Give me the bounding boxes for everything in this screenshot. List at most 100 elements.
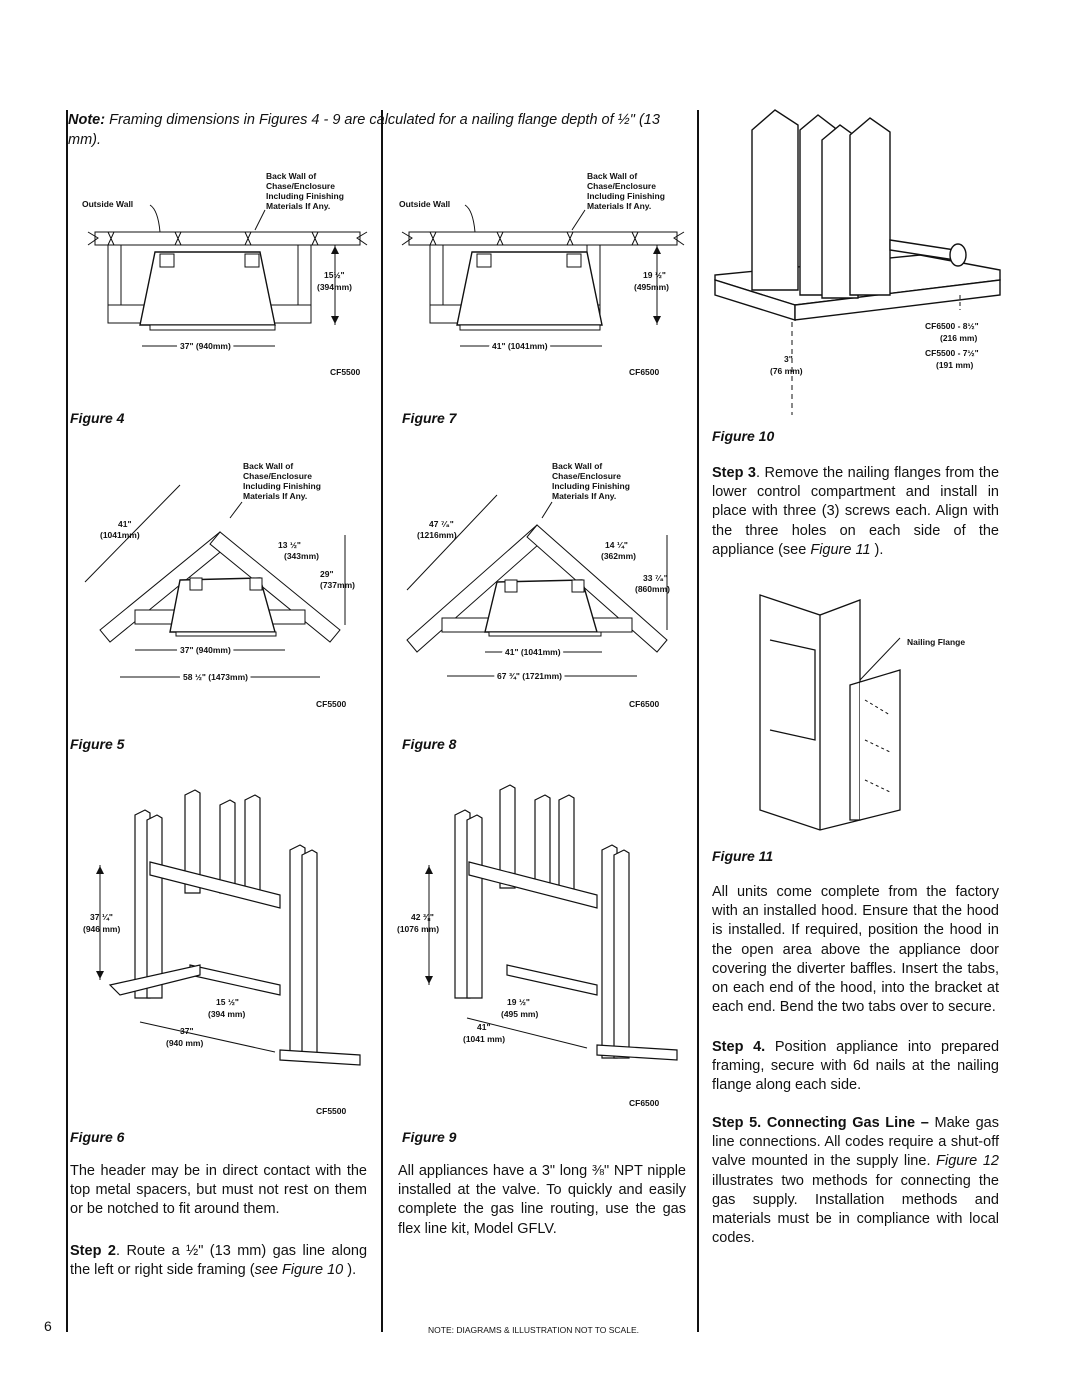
left-margin-rule (66, 110, 68, 1332)
step-4-paragraph: Step 4. Position appliance into prepared… (712, 1039, 1000, 1094)
height-label: 42 ⅜" (411, 912, 434, 922)
svg-text:41" (1041mm): 41" (1041mm) (505, 647, 561, 657)
svg-text:67 ¾" (1721mm): 67 ¾" (1721mm) (497, 671, 562, 681)
hood-paragraph: All units come complete from the factory… (712, 884, 999, 1016)
model-label: CF6500 (629, 367, 660, 377)
height-label: 29" (320, 569, 334, 579)
outer-width-label: 67 ¾" (1721mm) (497, 671, 562, 681)
svg-text:Back Wall of: Back Wall of (552, 461, 602, 471)
svg-text:Including Finishing: Including Finishing (266, 191, 344, 201)
diag-label: 41" (118, 519, 132, 529)
dim-a-mm-label: (216 mm) (940, 333, 977, 343)
svg-text:58 ½" (1473mm): 58 ½" (1473mm) (183, 672, 248, 682)
svg-text:41" (1041mm): 41" (1041mm) (492, 341, 548, 351)
step-2-paragraph: Step 2. Route a ½" (13 mm) gas line alon… (70, 1243, 368, 1279)
back-wall-label: Back Wall of Chase/Enclosure Including F… (552, 461, 630, 501)
outer-width-label: 58 ½" (1473mm) (183, 672, 248, 682)
step-2-label: Step 2 (70, 1243, 116, 1259)
dim-a-label: CF6500 - 8½" (925, 321, 979, 331)
svg-text:Chase/Enclosure: Chase/Enclosure (552, 471, 621, 481)
svg-text:Including Finishing: Including Finishing (243, 481, 321, 491)
nailing-flange-label: Nailing Flange (907, 637, 965, 647)
back-wall-label: Back Wall of Chase/Enclosure Including F… (587, 171, 665, 211)
figure-9-diagram: 42 ⅜" (1076 mm) 19 ½" (495 mm) 41" (1041… (397, 784, 678, 1108)
figure-6-diagram: 37 ¼" (946 mm) 15 ½" (394 mm) 37" (940 m… (83, 789, 361, 1116)
step-5-label: Step 5. Connecting Gas Line – (712, 1115, 929, 1131)
figure-11-diagram: Nailing Flange (759, 594, 965, 831)
page-number: 6 (44, 1318, 52, 1334)
column-rule-1 (381, 110, 383, 1332)
height-label: 33 ⁷⁄₈" (643, 573, 668, 583)
note-text: Framing dimensions in Figures 4 - 9 are … (68, 112, 660, 148)
model-label: CF6500 (629, 1098, 660, 1108)
width-label: 37" (180, 1026, 194, 1036)
svg-text:Materials If Any.: Materials If Any. (552, 491, 616, 501)
figure-4-caption: Figure 4 (70, 410, 125, 426)
diag-mm-label: (1216mm) (417, 530, 457, 540)
figure-6-caption: Figure 6 (70, 1129, 125, 1145)
side-label: 14 ¼" (605, 540, 628, 550)
svg-text:Back Wall of: Back Wall of (266, 171, 316, 181)
side-label: 13 ½" (278, 540, 301, 550)
dim-c-label: 3" (784, 354, 793, 364)
figure-5-diagram: Back Wall of Chase/Enclosure Including F… (84, 461, 355, 709)
figure-7-caption: Figure 7 (402, 410, 457, 426)
svg-text:Chase/Enclosure: Chase/Enclosure (587, 181, 656, 191)
model-label: CF5500 (316, 1106, 347, 1116)
outside-wall-label: Outside Wall (82, 199, 133, 209)
svg-text:Materials If Any.: Materials If Any. (243, 491, 307, 501)
side-mm-label: (362mm) (601, 551, 636, 561)
svg-text:Back Wall of: Back Wall of (243, 461, 293, 471)
dim-b-mm-label: (191 mm) (936, 360, 973, 370)
svg-text:Chase/Enclosure: Chase/Enclosure (243, 471, 312, 481)
depth-label: 19 ½" (643, 270, 666, 280)
depth-label: 15½" (324, 270, 345, 280)
note-prefix: Note: (68, 112, 106, 128)
model-label: CF5500 (330, 367, 361, 377)
figure-7-diagram: Back Wall of Chase/Enclosure Including F… (399, 171, 685, 377)
height-label: 37 ¼" (90, 912, 113, 922)
figure-4-diagram: Back Wall of Chase/Enclosure Including F… (82, 171, 368, 377)
height-mm-label: (737mm) (320, 580, 355, 590)
svg-text:Back Wall of: Back Wall of (587, 171, 637, 181)
figure-10-diagram: CF6500 - 8½" (216 mm) 3" (76 mm) CF5500 … (714, 109, 1001, 415)
height-mm-label: (1076 mm) (397, 924, 439, 934)
width-label: 41" (477, 1022, 491, 1032)
svg-text:Chase/Enclosure: Chase/Enclosure (266, 181, 335, 191)
figure-12-reference[interactable]: Figure 12 (936, 1153, 1000, 1170)
depth-mm-label: (394 mm) (208, 1009, 245, 1019)
side-mm-label: (343mm) (284, 551, 319, 561)
svg-text:Including Finishing: Including Finishing (587, 191, 665, 201)
figure-9-caption: Figure 9 (402, 1129, 457, 1145)
figure-10-reference[interactable]: see Figure 10 (254, 1262, 344, 1279)
depth-mm-label: (394mm) (317, 282, 352, 292)
width-label: 37" (940mm) (180, 341, 231, 351)
diag-label: 47 ⁷⁄₈" (429, 519, 454, 529)
depth-label: 15 ½" (216, 997, 239, 1007)
depth-mm-label: (495mm) (634, 282, 669, 292)
outside-wall-label: Outside Wall (399, 199, 450, 209)
svg-text:37" (940mm): 37" (940mm) (180, 645, 231, 655)
height-mm-label: (860mm) (635, 584, 670, 594)
inner-width-label: 37" (940mm) (180, 645, 231, 655)
diag-mm-label: (1041mm) (100, 530, 140, 540)
figure-8-caption: Figure 8 (402, 736, 457, 752)
width-mm-label: (940 mm) (166, 1038, 203, 1048)
inner-width-label: 41" (1041mm) (505, 647, 561, 657)
depth-label: 19 ½" (507, 997, 530, 1007)
figure-10-caption: Figure 10 (712, 428, 775, 444)
model-label: CF5500 (316, 699, 347, 709)
step-3-paragraph: Step 3. Remove the nailing flanges from … (712, 465, 1000, 558)
svg-text:37" (940mm): 37" (940mm) (180, 341, 231, 351)
dim-b-label: CF5500 - 7½" (925, 348, 979, 358)
model-label: CF6500 (629, 699, 660, 709)
column-rule-2 (697, 110, 699, 1332)
figure-11-reference[interactable]: Figure 11 (810, 541, 871, 558)
back-wall-label: Back Wall of Chase/Enclosure Including F… (266, 171, 344, 211)
step-3-label: Step 3 (712, 465, 756, 481)
framing-note: Note: Framing dimensions in Figures 4 - … (68, 110, 688, 150)
dim-c-mm-label: (76 mm) (770, 366, 803, 376)
width-label: 41" (1041mm) (492, 341, 548, 351)
figure-5-caption: Figure 5 (70, 736, 125, 752)
svg-text:Including Finishing: Including Finishing (552, 481, 630, 491)
